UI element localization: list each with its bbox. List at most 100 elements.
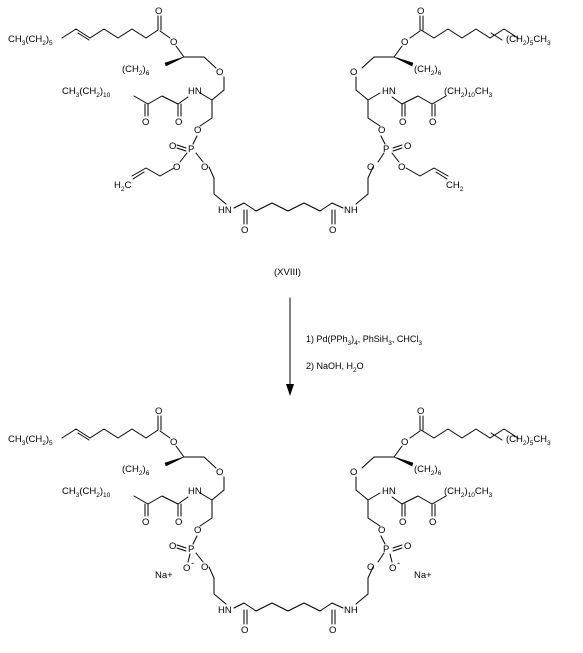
atom-hn: HN (218, 205, 232, 216)
atom-p: P (188, 544, 194, 555)
acyl-chain-label: CH3(CH2)10 (62, 86, 111, 99)
double-bond (132, 171, 145, 180)
bond (405, 167, 449, 177)
bond (420, 428, 519, 439)
atom-o: O (329, 225, 336, 236)
atom-o: O (401, 437, 408, 448)
atom-nh: NH (344, 605, 358, 616)
bond (401, 495, 433, 505)
bond (355, 476, 369, 501)
bond (199, 499, 213, 527)
atom-hn: HN (218, 605, 232, 616)
bond (159, 430, 171, 439)
allyl-label: H2C (114, 180, 132, 193)
bond (367, 492, 381, 501)
charge-minus: - (397, 558, 400, 569)
bond (61, 28, 159, 39)
wedge-bond (393, 56, 414, 67)
side-chain-label: (CH2)6 (414, 464, 442, 477)
atom-o: O (216, 67, 223, 78)
atom-o: O (241, 225, 248, 236)
bond (367, 92, 381, 101)
chain-label: CH3(CH2)5 (8, 34, 53, 47)
atom-p: P (383, 144, 389, 155)
bond (211, 476, 225, 501)
atom-o: O (142, 517, 149, 528)
condition-step-1: 1) Pd(PPh3)4, PhSiH3, CHCl3 (306, 334, 422, 347)
double-bond (176, 144, 187, 149)
bond (175, 45, 185, 58)
double-bond (392, 544, 403, 549)
atom-o: O (401, 37, 408, 48)
bond (355, 566, 374, 605)
atom-o: O (169, 541, 176, 552)
bond (208, 166, 227, 205)
bond (233, 602, 344, 612)
condition-step-2: 2) NaOH, H2O (306, 361, 364, 374)
atom-o: O (404, 141, 411, 152)
atom-o: O (241, 625, 248, 636)
bond (147, 95, 179, 105)
charge-minus: - (191, 558, 194, 569)
bond (361, 56, 395, 69)
bond (131, 167, 175, 177)
atom-nh: NH (344, 205, 358, 216)
bond (61, 428, 159, 439)
double-bond (490, 32, 503, 41)
bond (179, 152, 188, 163)
double-bond (77, 32, 90, 41)
atom-o: O (155, 406, 162, 417)
linker: O O (233, 202, 344, 236)
atom-o: O (367, 562, 374, 573)
bond (361, 456, 395, 469)
bond (211, 76, 225, 101)
bond (195, 152, 204, 163)
side-chain-label: (CH2)6 (414, 64, 442, 77)
bond (409, 30, 421, 39)
bond (420, 28, 519, 39)
atom-o: O (404, 541, 411, 552)
atom-hn: HN (188, 486, 202, 497)
atom-o: O (399, 517, 406, 528)
atom-o: O (142, 117, 149, 128)
bond (147, 495, 179, 505)
atom-o: O (175, 117, 182, 128)
sodium-counterion: Na+ (414, 570, 432, 581)
side-chain-label: (CH2)6 (122, 64, 150, 77)
right-lipid-unit: NH O P O O CH2 O HN O O (344, 6, 551, 216)
atom-o: O (398, 162, 405, 173)
bond (199, 92, 213, 101)
bond (380, 135, 386, 145)
bond (431, 95, 447, 105)
bond (183, 456, 217, 469)
bond (192, 135, 198, 145)
bond (431, 495, 447, 505)
bond (367, 99, 381, 127)
bond (409, 430, 421, 439)
product-compound: CH3(CH2)5 O O (CH2)6 O HN O O CH3 (8, 406, 551, 636)
linker: O O (233, 602, 344, 636)
double-bond (392, 147, 403, 152)
bond (355, 166, 374, 205)
arrow-head (286, 384, 294, 396)
atom-o: O (173, 162, 180, 173)
bond (377, 552, 385, 563)
bond (195, 552, 204, 563)
wedge-bond (164, 56, 185, 67)
atom-o: O (350, 67, 357, 78)
atom-o: O (429, 517, 436, 528)
bond (391, 496, 403, 505)
atom-hn: HN (382, 486, 396, 497)
compound-xviii: CH3(CH2)5 O O (CH2)6 O HN O (8, 6, 551, 236)
bond (208, 566, 227, 605)
atom-o: O (378, 525, 385, 536)
bond (175, 445, 185, 458)
atom-o: O (378, 125, 385, 136)
chain-label: (CH2)5CH3 (506, 434, 551, 447)
atom-o: O (417, 406, 424, 417)
double-bond (392, 547, 403, 552)
atom-o: O (429, 117, 436, 128)
bond (367, 499, 381, 527)
double-bond (176, 147, 187, 152)
